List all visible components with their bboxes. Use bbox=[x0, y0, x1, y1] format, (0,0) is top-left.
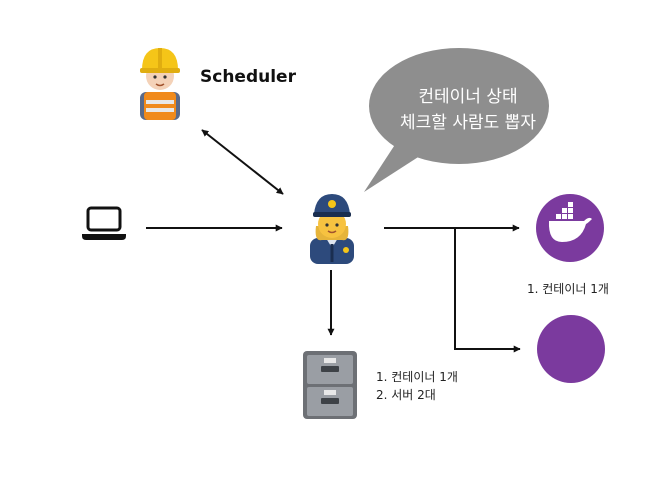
storage-item: 2. 서버 2대 bbox=[376, 388, 436, 402]
scheduler-label: Scheduler bbox=[200, 67, 296, 87]
docker-server bbox=[536, 194, 604, 262]
docker-server-caption: 1. 컨테이너 1개 bbox=[527, 282, 609, 296]
speech-bubble-line-2: 체크할 사람도 뽑자 bbox=[400, 113, 536, 133]
docker-whale-icon bbox=[548, 202, 592, 242]
speech-bubble-text: 컨테이너 상태 체크할 사람도 뽑자 bbox=[368, 84, 568, 136]
storage-caption: 1. 컨테이너 1개 2. 서버 2대 bbox=[376, 368, 458, 404]
arrow-to-empty-server bbox=[454, 228, 521, 353]
speech-bubble-line-1: 컨테이너 상태 bbox=[418, 87, 518, 107]
arrow-scheduler-manager bbox=[201, 129, 284, 195]
construction-worker-icon bbox=[140, 48, 180, 120]
laptop-icon bbox=[82, 206, 126, 240]
speech-bubble bbox=[364, 48, 549, 192]
server-circle-icon bbox=[537, 315, 605, 383]
police-officer-icon bbox=[310, 194, 354, 264]
file-cabinet-icon bbox=[303, 351, 357, 419]
storage-item: 1. 컨테이너 1개 bbox=[376, 370, 458, 384]
